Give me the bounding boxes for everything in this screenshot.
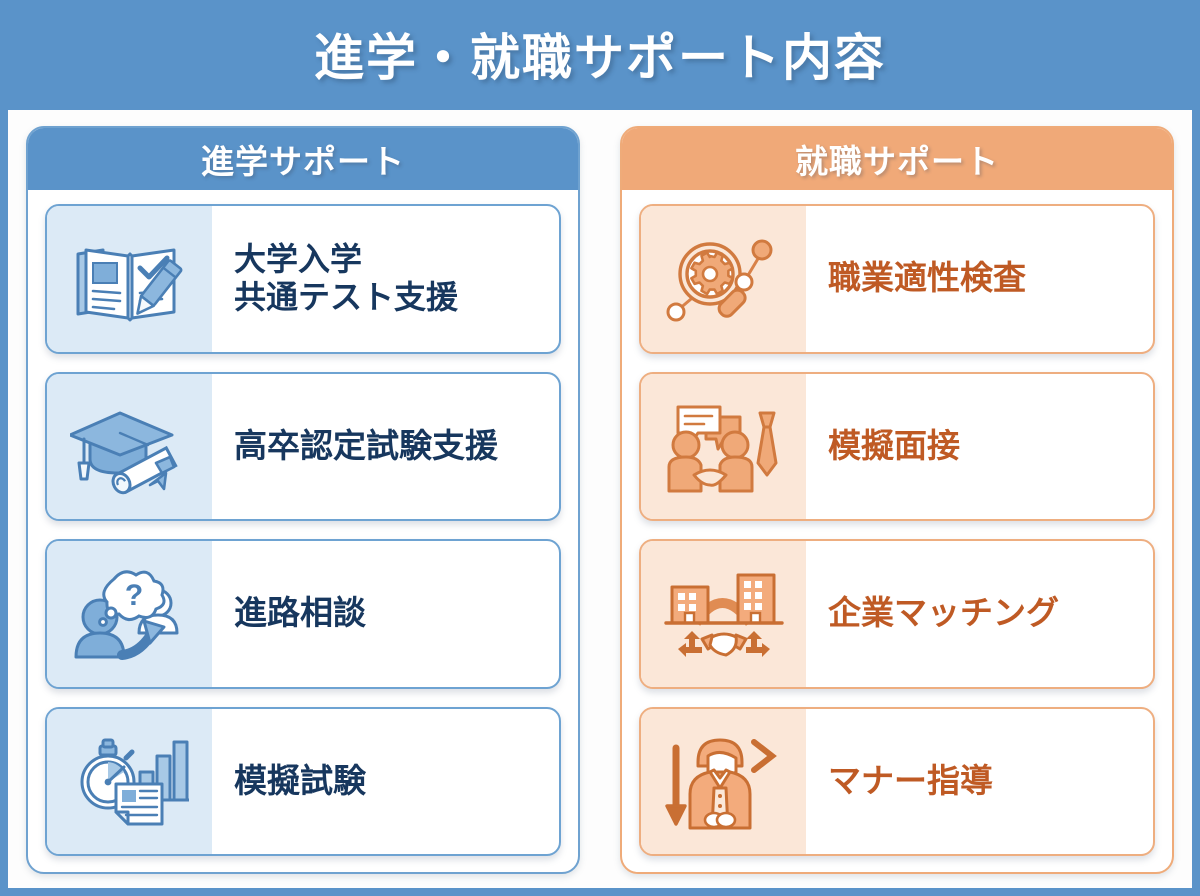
column-body-shushoku: 職業適性検査: [622, 190, 1172, 872]
page-title: 進学・就職サポート内容: [314, 30, 886, 86]
column-body-shingaku: 大学入学 共通テスト支援: [28, 190, 578, 872]
column-shushoku-support: 就職サポート: [620, 126, 1174, 874]
column-header-shingaku: 進学サポート: [28, 128, 578, 190]
list-item[interactable]: ? 進路相談: [45, 539, 561, 689]
list-item-label: 大学入学 共通テスト支援: [234, 241, 459, 315]
column-shingaku-support: 進学サポート: [26, 126, 580, 874]
list-item[interactable]: 模擬試験: [45, 706, 561, 856]
person-question-bubble-arrow-icon: ?: [47, 541, 212, 687]
list-item[interactable]: マナー指導: [639, 706, 1155, 856]
stopwatch-barchart-document-icon: [47, 708, 212, 854]
poster-title-bar: 進学・就職サポート内容: [0, 0, 1200, 108]
list-item[interactable]: 職業適性検査: [639, 204, 1155, 354]
list-item-label: 高卒認定試験支援: [234, 426, 498, 464]
list-item-label: 模擬面接: [828, 426, 960, 464]
handshake-speech-necktie-icon: [641, 373, 806, 519]
open-book-pencil-check-icon: [47, 206, 212, 352]
magnifier-gear-network-icon: [641, 206, 806, 352]
list-item-label: マナー指導: [828, 761, 993, 799]
column-heading-label: 就職サポート: [795, 143, 999, 180]
list-item[interactable]: 企業マッチング: [639, 539, 1155, 689]
buildings-arch-handshake-icon: [641, 541, 806, 687]
svg-text:?: ?: [124, 579, 142, 612]
column-header-shushoku: 就職サポート: [622, 128, 1172, 190]
list-item[interactable]: 大学入学 共通テスト支援: [45, 204, 561, 354]
bowing-person-arrow-icon: [641, 708, 806, 854]
list-item-label: 企業マッチング: [828, 594, 1059, 632]
list-item[interactable]: 模擬面接: [639, 371, 1155, 521]
list-item-label: 模擬試験: [234, 761, 366, 799]
list-item-label: 進路相談: [234, 594, 366, 632]
list-item[interactable]: 高卒認定試験支援: [45, 371, 561, 521]
content-canvas: 進学サポート: [8, 110, 1192, 888]
list-item-label: 職業適性検査: [828, 259, 1026, 297]
graduation-cap-diploma-icon: [47, 373, 212, 519]
column-heading-label: 進学サポート: [201, 143, 405, 180]
